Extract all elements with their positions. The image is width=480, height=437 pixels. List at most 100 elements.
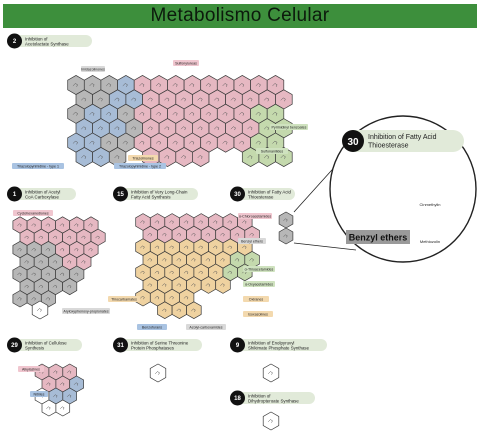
class-label-alkylazines: Alkylazines (18, 366, 44, 372)
class-label-bg (243, 296, 269, 302)
zoom-group-label-text: Benzyl ethers (349, 233, 408, 243)
class-label-bg (137, 324, 167, 330)
header-pill (231, 188, 295, 200)
zoom-circle (329, 115, 477, 263)
zoom-hex-top-label: Cinmethylin (420, 202, 441, 207)
zoom-hex-bottom-label: Methiozolin (420, 239, 440, 244)
class-label-cyclohexanediones: Cyclohexanediones (13, 210, 53, 216)
group-title-line1: Inhibition of Very Long-Chain (131, 190, 188, 195)
molecule-hexagon (133, 132, 152, 153)
molecule-hexagon (108, 146, 127, 168)
header-pill (231, 339, 327, 351)
class-label-triazolinones: Triazolinones (128, 155, 158, 161)
class-label-text: Nitriles (34, 393, 45, 397)
class-label-bg (243, 266, 275, 272)
group-number: 18 (234, 396, 241, 402)
class-label-a-oxyacetamides: α-Oxyacetamides (243, 281, 275, 287)
zoom-pill-bg (342, 130, 464, 152)
group-number: 31 (117, 343, 124, 349)
molecule-hexagon (192, 146, 210, 168)
hexagon-layer (12, 74, 449, 431)
class-label-text: α-Thioacetamides (245, 268, 274, 272)
class-label-text: Triazolopyrimidine - type 1 (17, 165, 59, 169)
class-label-thiocarbamates: Thiocarbamates (108, 296, 140, 302)
group-number: 15 (117, 192, 124, 198)
class-label-bg (62, 308, 110, 314)
zoom-group-label-bg (346, 230, 410, 244)
class-label-pyrimidinyl-benzoates: Pyrimidinyl benzoates (270, 124, 308, 130)
class-label-nitriles: Nitriles (30, 391, 48, 397)
group-title-line2: Fatty Acid Synthesis (131, 195, 171, 200)
molecule-hexagon (149, 363, 167, 383)
class-label-bg (30, 391, 48, 397)
molecule-hexagon (262, 363, 280, 383)
class-label-triazolopyrimidine-type1: Triazolopyrimidine - type 1 (12, 163, 64, 169)
class-label-text: Sulfonanilides (261, 150, 284, 154)
group-title-line1: Inhibition of Serine Threonine (131, 341, 189, 346)
zoom-group-label: Benzyl ethers (346, 230, 410, 244)
molecule-hexagon (149, 288, 166, 307)
molecule-hexagon (31, 300, 49, 320)
class-label-bg (12, 163, 64, 169)
class-label-sulfonylureas: Sulfonylureas (173, 60, 199, 66)
group-number: 29 (11, 343, 18, 349)
class-label-text: Benzyl ethers (241, 240, 263, 244)
class-label-text: Pyrimidinyl benzoates (272, 126, 307, 130)
group-title-line2: Synthesis (25, 346, 45, 351)
header-pill (8, 35, 92, 47)
class-label-text: Azolyl-carboxamides (189, 326, 222, 330)
molecule-hexagon (278, 211, 294, 229)
group-number-badge (113, 186, 128, 202)
class-label-text: Isoxazolines (248, 313, 268, 317)
molecule-hexagon (262, 411, 280, 431)
class-label-text: Triazolopyrimidine - type 2 (119, 165, 161, 169)
group-number-badge (7, 33, 22, 49)
class-label-benzyl-ethers-small: Benzyl ethers (238, 238, 266, 244)
group-number-badge (7, 186, 22, 202)
header-pill (8, 339, 82, 351)
group-title-line2: Dihydropteroate Synthase (248, 399, 299, 404)
molecule-hexagon (215, 276, 231, 294)
class-label-sulfonanilides: Sulfonanilides (256, 148, 288, 154)
group-number-badge (230, 390, 245, 406)
header-pill (114, 339, 202, 351)
class-label-imidazolinones: Imidazolinones (81, 66, 105, 72)
group-title-line1: Inhibition of (248, 394, 271, 399)
group-number: 1 (13, 192, 17, 198)
group-title-line2: CoA Carboxylase (25, 195, 59, 200)
class-label-text: Benzofurans (142, 326, 162, 330)
class-label-bg (81, 66, 105, 72)
zoom-number-badge (342, 130, 364, 152)
class-label-bg (243, 311, 273, 317)
class-label-azolyl-carboxamides: Azolyl-carboxamides (186, 324, 226, 330)
class-label-bg (108, 296, 140, 302)
class-label-benzofurans: Benzofurans (137, 324, 167, 330)
zoom-number: 30 (347, 137, 359, 148)
group-title-line1: Inhibition of Cellulose (25, 341, 67, 346)
group-title-line1: Inhibition of Fatty Acid (248, 190, 292, 195)
group-title-line1: Inhibition of (25, 37, 48, 42)
class-label-bg (18, 366, 44, 372)
class-label-text: Sulfonylureas (175, 62, 197, 66)
class-label-alpha-chloroacetamides: α-Chloroacetamides (238, 213, 272, 219)
class-label-isoxazolines: Isoxazolines (243, 311, 273, 317)
group-number-badge (230, 186, 245, 202)
class-label-text: Cyclohexanediones (17, 212, 49, 216)
class-label-triazolopyrimidine-type2: Triazolopyrimidine - type 2 (114, 163, 166, 169)
page-title: Metabolismo Celular (3, 4, 477, 28)
group-title-line2: Shikimate Phosphate Synthase (248, 346, 310, 351)
class-label-text: Thiocarbamates (111, 298, 137, 302)
class-label-text: Triazolinones (132, 157, 153, 161)
group-number: 2 (13, 39, 17, 45)
class-label-text: α-Oxyacetamides (245, 283, 273, 287)
molecule-hexagon (55, 399, 71, 417)
group-number-badge (113, 337, 128, 353)
class-label-bg (114, 163, 166, 169)
zoom-title-line1: Inhibition of Fatty Acid (368, 134, 437, 141)
